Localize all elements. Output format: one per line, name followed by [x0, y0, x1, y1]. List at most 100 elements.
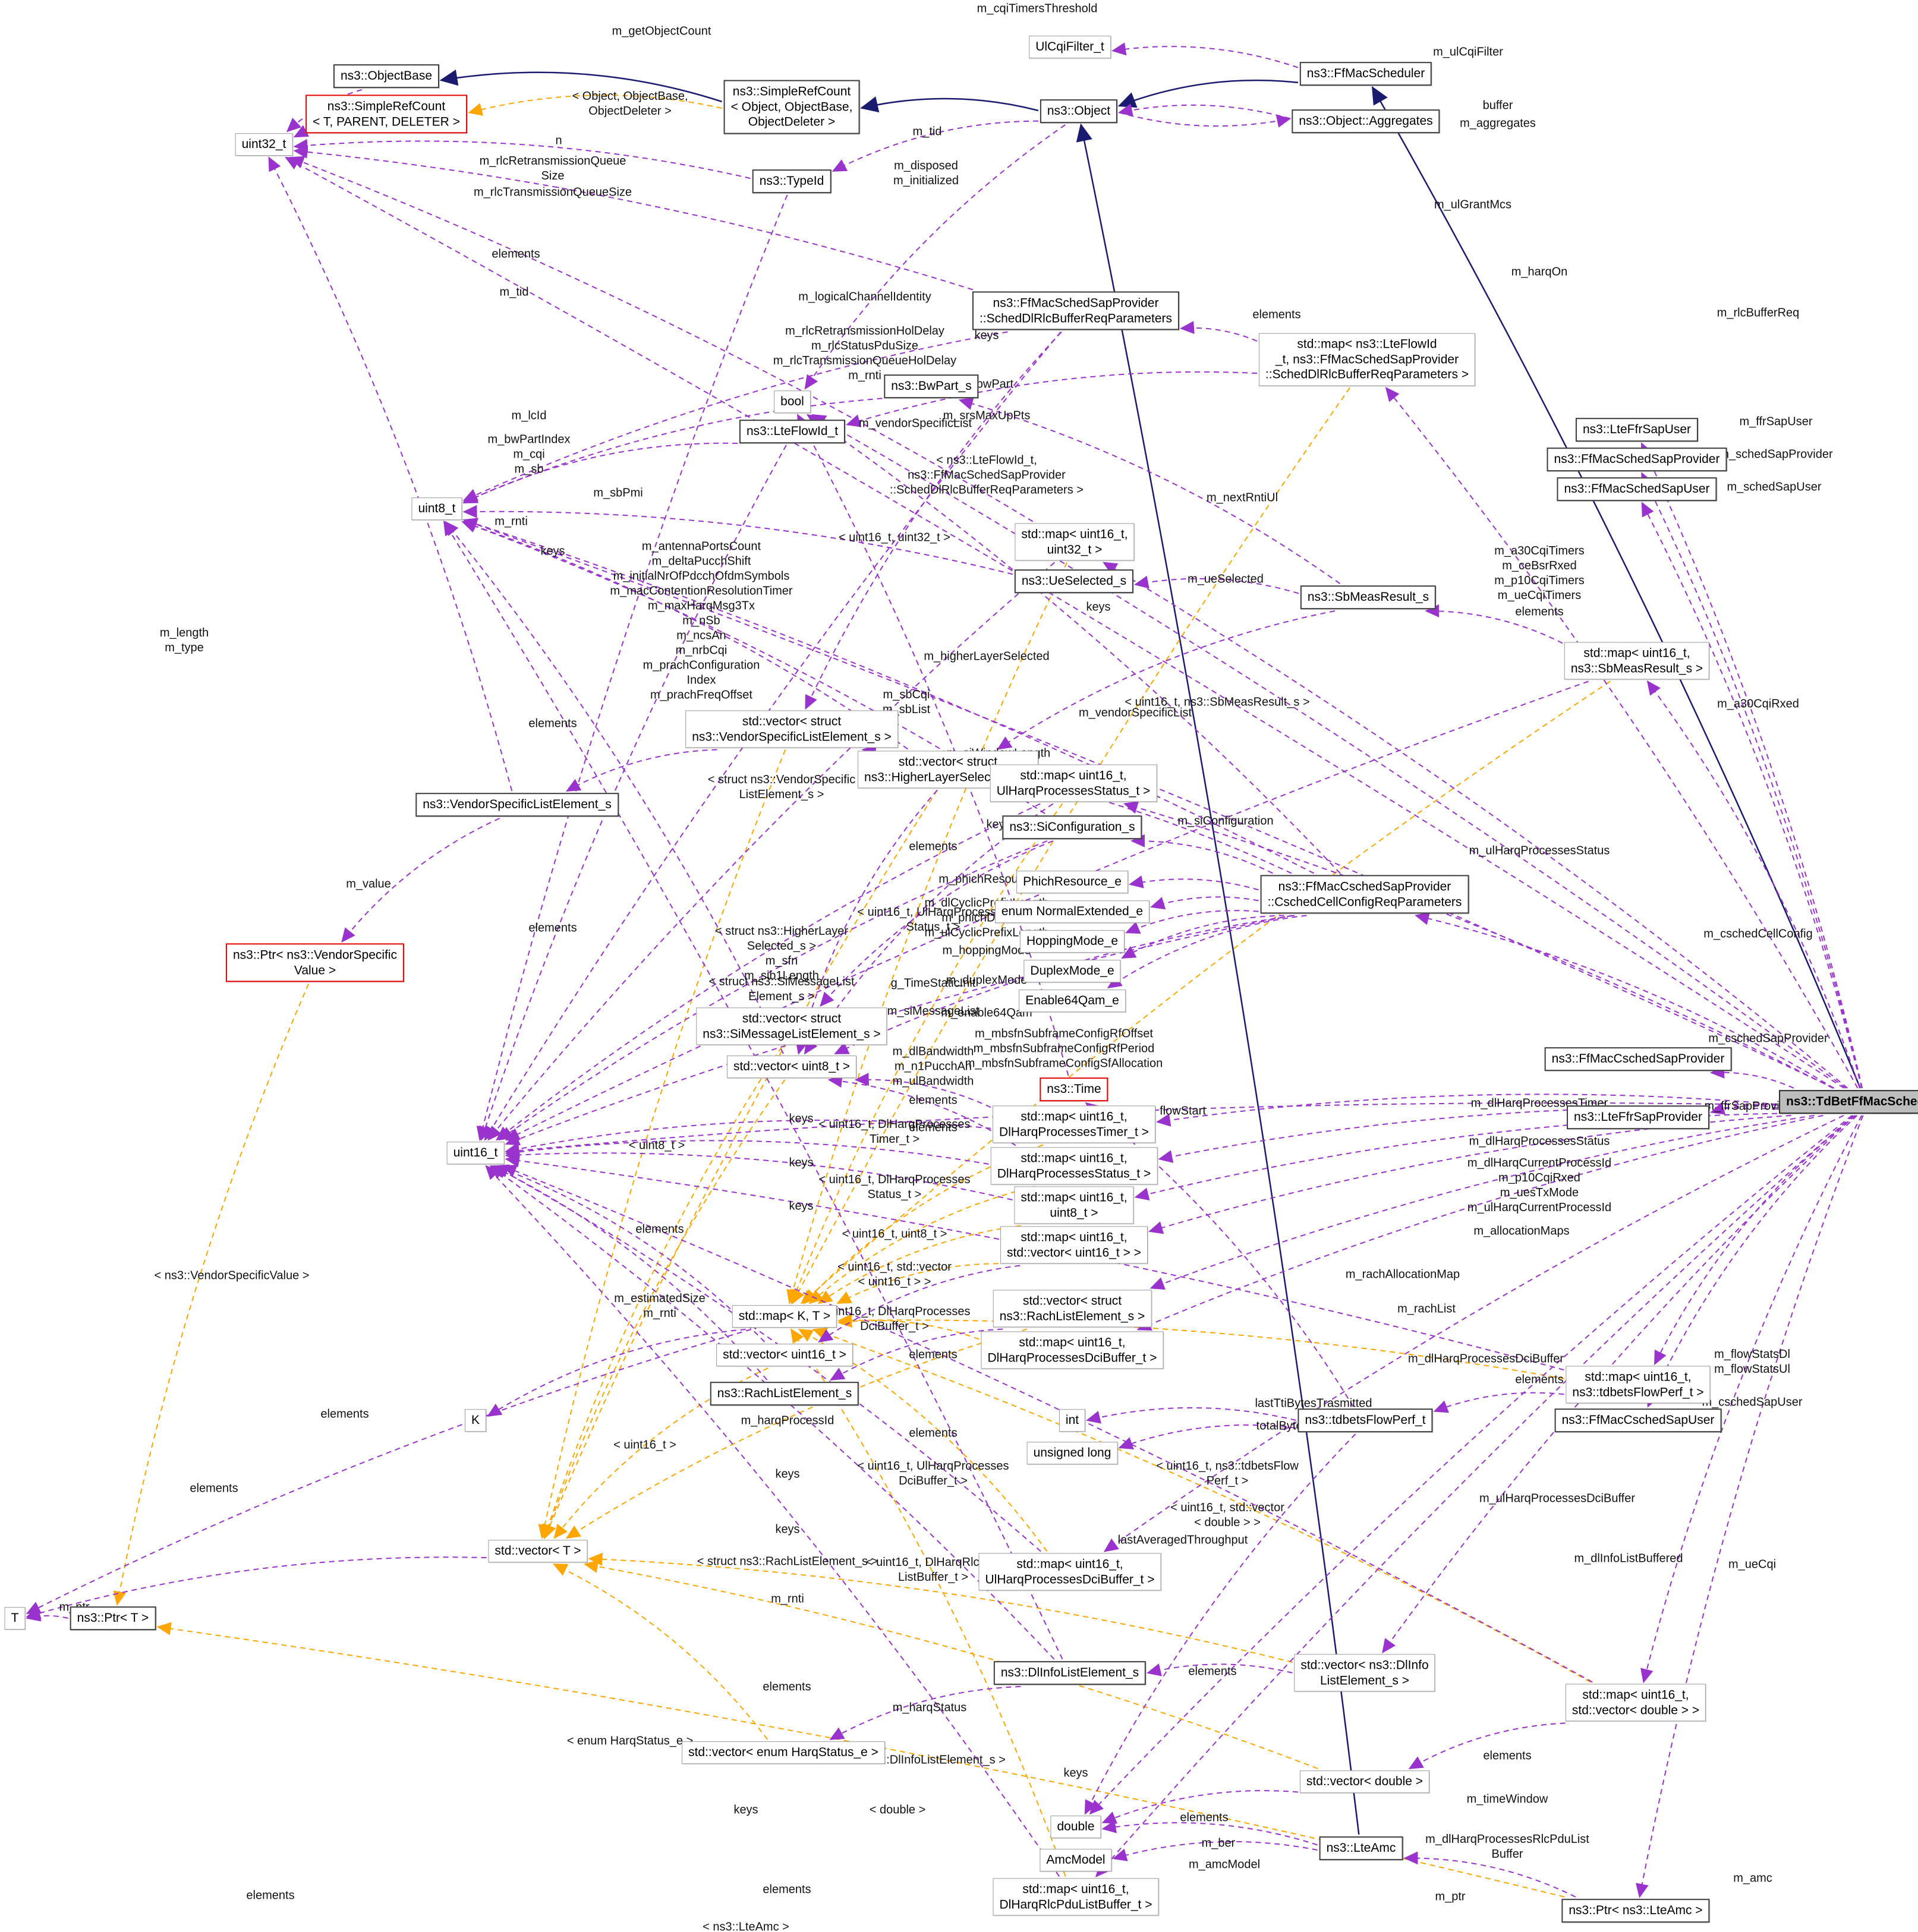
node-mapu16u32[interactable]: std::map< uint16_t, uint32_t > — [1015, 523, 1135, 561]
node-vendel[interactable]: ns3::VendorSpecificListElement_s — [415, 793, 619, 817]
node-ptrvsv[interactable]: ns3::Ptr< ns3::VendorSpecific Value > — [225, 943, 405, 982]
node-cschedcfg[interactable]: ns3::FfMacCschedSapProvider ::CschedCell… — [1260, 875, 1469, 914]
node-hopmode[interactable]: HoppingMode_e — [1019, 930, 1125, 953]
node-dlinfo[interactable]: ns3::DlInfoListElement_s — [993, 1661, 1147, 1685]
node-obj[interactable]: ns3::Object — [1040, 99, 1118, 123]
node-ptramc[interactable]: ns3::Ptr< ns3::LteAmc > — [1561, 1899, 1710, 1922]
edge-vendel-to-ptrvsv — [341, 818, 500, 943]
edge-label: m_nextRntiUl — [1206, 491, 1278, 505]
node-uesel[interactable]: ns3::UeSelected_s — [1014, 569, 1134, 593]
node-duplex[interactable]: DuplexMode_e — [1023, 960, 1121, 982]
node-mapvdbl[interactable]: std::map< uint16_t, std::vector< double … — [1565, 1684, 1706, 1722]
node-srctpl[interactable]: ns3::SimpleRefCount < T, PARENT, DELETER… — [306, 94, 467, 134]
edge-vecvendor-to-vendel — [565, 749, 717, 792]
node-tid[interactable]: ns3::TypeId — [752, 169, 832, 193]
node-sicfg[interactable]: ns3::SiConfiguration_s — [1002, 815, 1142, 839]
node-mapsbmeas[interactable]: std::map< uint16_t, ns3::SbMeasResult_s … — [1564, 642, 1710, 680]
node-mapuldci[interactable]: std::map< uint16_t, UlHarqProcessesDciBu… — [978, 1553, 1161, 1591]
node-en64[interactable]: Enable64Qam_e — [1019, 989, 1126, 1012]
node-maptdb[interactable]: std::map< uint16_t, ns3::tdbetsFlowPerf_… — [1566, 1366, 1711, 1404]
node-objbase[interactable]: ns3::ObjectBase — [333, 64, 440, 88]
node-schedprov[interactable]: ns3::FfMacSchedSapProvider — [1547, 447, 1727, 471]
edge-label: < uint16_t, uint32_t > — [839, 531, 950, 544]
edge-label: flowStart — [1160, 1104, 1206, 1118]
node-mapdlhs[interactable]: std::map< uint16_t, DlHarqProcessesStatu… — [990, 1147, 1158, 1185]
node-dbl[interactable]: double — [1050, 1816, 1101, 1838]
edge-mapu16u8-to-mapKT — [817, 1225, 1021, 1304]
node-ulong[interactable]: unsigned long — [1026, 1442, 1118, 1464]
node-vecdbl[interactable]: std::vector< double > — [1299, 1770, 1430, 1793]
edge-vechls-to-vecT — [543, 789, 938, 1539]
node-vechstat[interactable]: std::vector< enum HarqStatus_e > — [682, 1741, 885, 1764]
node-vecvendor[interactable]: std::vector< struct ns3::VendorSpecificL… — [685, 710, 898, 748]
node-K[interactable]: K — [464, 1409, 487, 1432]
node-amcm[interactable]: AmcModel — [1040, 1849, 1112, 1871]
node-ulcqi[interactable]: UlCqiFilter_t — [1029, 36, 1111, 58]
edge-vecu16-to-u16 — [494, 1164, 766, 1342]
node-u32[interactable]: uint32_t — [235, 133, 293, 156]
edge-label: m_harqOn — [1511, 265, 1568, 279]
edge-label: m_schedSapUser — [1727, 480, 1822, 494]
node-lteamc[interactable]: ns3::LteAmc — [1319, 1836, 1403, 1860]
node-ptrT[interactable]: ns3::Ptr< T > — [70, 1606, 156, 1630]
node-vecT[interactable]: std::vector< T > — [488, 1540, 588, 1562]
edge-rachel-to-u16 — [491, 1165, 768, 1381]
node-target[interactable]: ns3::TdBetFfMacScheduler — [1779, 1090, 1918, 1114]
node-bwpart[interactable]: ns3::BwPart_s — [884, 374, 979, 398]
node-vecu16[interactable]: std::vector< uint16_t > — [716, 1344, 853, 1366]
node-ffsched[interactable]: ns3::FfMacScheduler — [1299, 62, 1432, 86]
edge-label: m_allocationMaps — [1473, 1224, 1570, 1238]
node-u8[interactable]: uint8_t — [411, 497, 462, 520]
node-mapKT[interactable]: std::map< K, T > — [732, 1305, 837, 1328]
node-mapdldci[interactable]: std::map< uint16_t, DlHarqProcessesDciBu… — [981, 1331, 1164, 1369]
node-rachel[interactable]: ns3::RachListElement_s — [710, 1382, 859, 1405]
edge-label: < struct ns3::HigherLayer Selected_s > — [715, 925, 848, 953]
node-u16[interactable]: uint16_t — [446, 1142, 505, 1164]
edge-label: m_cschedSapProvider — [1708, 1032, 1828, 1045]
node-phich[interactable]: PhichResource_e — [1016, 871, 1128, 893]
edge-label: elements — [190, 1482, 238, 1495]
edge-label: elements — [246, 1889, 295, 1902]
edge-ffsched-to-obj — [1117, 79, 1299, 108]
edge-target-to-mapulhstat — [1123, 801, 1834, 1089]
node-ffrprov[interactable]: ns3::LteFfrSapProvider — [1567, 1105, 1709, 1129]
node-cschedprov[interactable]: ns3::FfMacCschedSapProvider — [1544, 1047, 1732, 1071]
edge-label: m_disposed m_initialized — [893, 159, 959, 187]
edge-label: m_rnti — [771, 1592, 804, 1606]
edge-label: < uint16_t, ns3::SbMeasResult_s > — [1125, 695, 1310, 709]
node-bool[interactable]: bool — [774, 390, 811, 413]
node-vecrach[interactable]: std::vector< struct ns3::RachListElement… — [993, 1290, 1152, 1328]
node-ffruser[interactable]: ns3::LteFfrSapUser — [1575, 418, 1699, 442]
node-cscheduser[interactable]: ns3::FfMacCschedSapUser — [1554, 1408, 1722, 1432]
edge-label: m_rachList — [1397, 1302, 1456, 1316]
node-vecsimsg[interactable]: std::vector< struct ns3::SiMessageListEl… — [696, 1007, 887, 1045]
edge-label: m_amcModel — [1188, 1858, 1261, 1871]
node-schedrlc[interactable]: ns3::FfMacSchedSapProvider ::SchedDlRlcB… — [972, 291, 1180, 330]
node-mapdlht[interactable]: std::map< uint16_t, DlHarqProcessesTimer… — [993, 1105, 1155, 1143]
edge-label: elements — [909, 1348, 958, 1361]
node-normext[interactable]: enum NormalExtended_e — [994, 900, 1150, 923]
node-scheduser[interactable]: ns3::FfMacSchedSapUser — [1557, 477, 1717, 501]
node-vecu8[interactable]: std::vector< uint8_t > — [726, 1055, 857, 1078]
edge-mapflow-to-lteflow — [846, 371, 1258, 427]
node-int[interactable]: int — [1059, 1409, 1086, 1432]
node-mapflow[interactable]: std::map< ns3::LteFlowId _t, ns3::FfMacS… — [1258, 333, 1476, 386]
node-srcobj[interactable]: ns3::SimpleRefCount < Object, ObjectBase… — [723, 80, 860, 134]
edge-sbmeas-to-uesel — [1134, 575, 1299, 594]
edge-label: elements — [1188, 1665, 1237, 1678]
node-mapu16vu16[interactable]: std::map< uint16_t, std::vector< uint16_… — [1000, 1226, 1148, 1264]
node-time[interactable]: ns3::Time — [1040, 1077, 1108, 1101]
edge-label: m_vendorSpecificList — [1078, 706, 1192, 720]
node-aggr[interactable]: ns3::Object::Aggregates — [1292, 109, 1440, 133]
node-sbmeas[interactable]: ns3::SbMeasResult_s — [1300, 585, 1437, 609]
edge-label: buffer — [1482, 99, 1513, 112]
edge-bwpart-to-u8 — [462, 398, 883, 503]
node-tdbperf[interactable]: ns3::tdbetsFlowPerf_t — [1297, 1408, 1433, 1432]
node-vecdlinfo[interactable]: std::vector< ns3::DlInfo ListElement_s > — [1294, 1654, 1435, 1692]
node-T[interactable]: T — [4, 1607, 26, 1630]
node-mapdlrlc[interactable]: std::map< uint16_t, DlHarqRlcPduListBuff… — [993, 1878, 1159, 1916]
node-mapu16u8[interactable]: std::map< uint16_t, uint8_t > — [1014, 1186, 1134, 1224]
node-mapulhstat[interactable]: std::map< uint16_t, UlHarqProcessesStatu… — [990, 764, 1157, 802]
node-lteflow[interactable]: ns3::LteFlowId_t — [739, 420, 846, 443]
edge-label: m_tid — [499, 285, 529, 299]
